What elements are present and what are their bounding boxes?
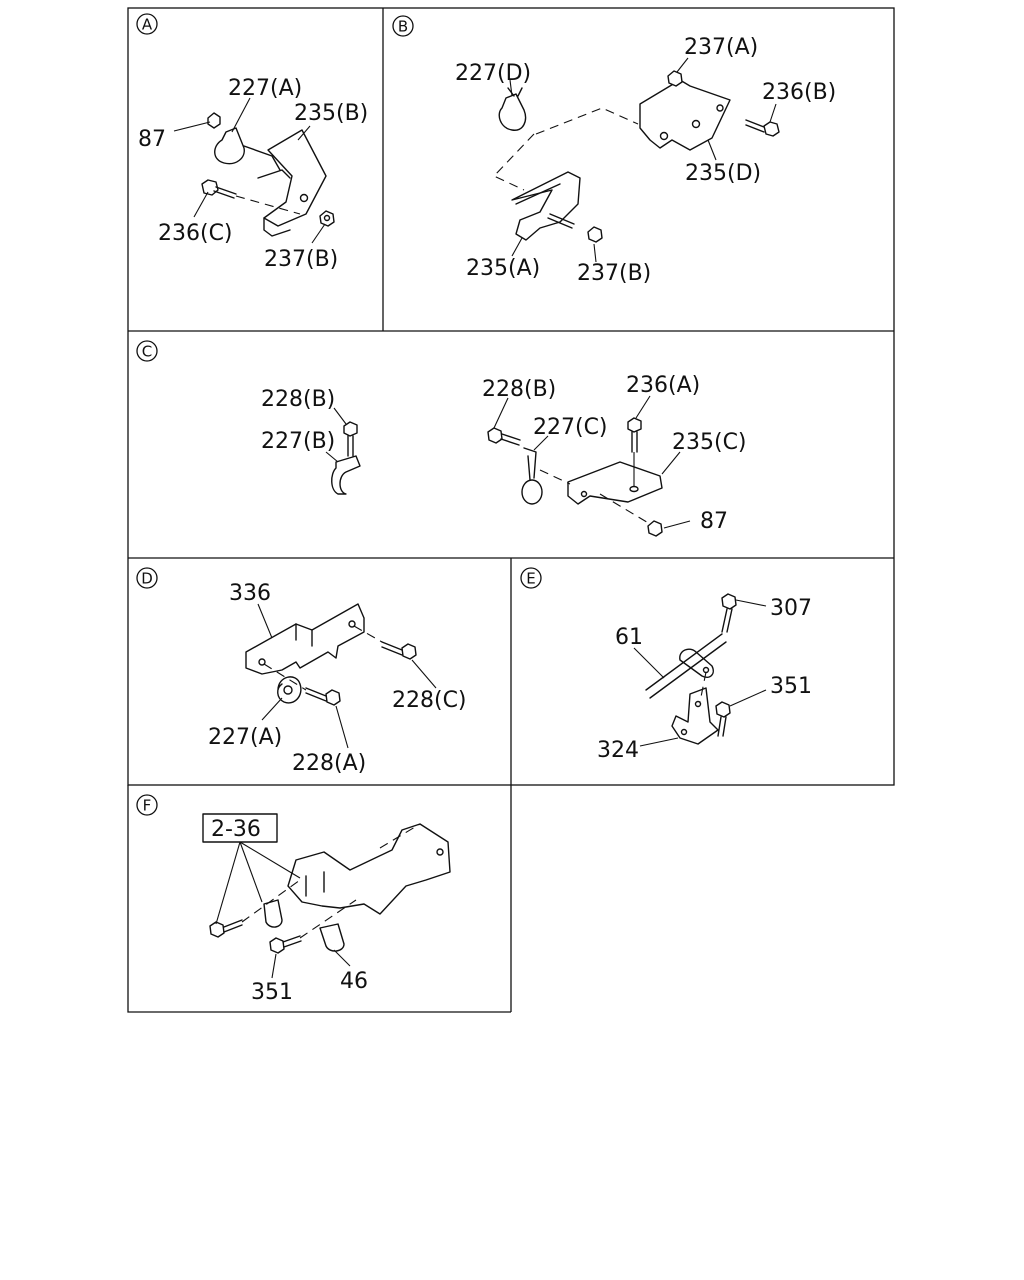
- panel-d-parts: [245, 603, 417, 706]
- callout-237a: 237(A): [684, 35, 758, 60]
- panel-b-parts: [493, 70, 780, 243]
- callout-228c: 228(C): [392, 688, 467, 713]
- callout-227d: 227(D): [455, 61, 531, 86]
- callout-87-c: 87: [700, 509, 728, 534]
- panel-c-parts: [331, 417, 663, 537]
- panel-f-parts: [202, 813, 451, 954]
- callout-227a-d: 227(A): [208, 725, 282, 750]
- panel-e: E 307: [520, 567, 812, 763]
- callout-237b: 237(B): [264, 247, 338, 272]
- panel-b-letter: B: [398, 18, 408, 36]
- panel-e-parts: [645, 593, 737, 745]
- callout-235c: 235(C): [672, 430, 747, 455]
- panel-f-badge: F: [136, 794, 158, 816]
- callout-351: 351: [770, 674, 812, 699]
- callout-236c: 236(C): [158, 221, 233, 246]
- callout-87: 87: [138, 127, 166, 152]
- panel-c-badge: C: [136, 340, 158, 362]
- callout-228a: 228(A): [292, 751, 366, 776]
- panel-frames: [127, 7, 895, 1013]
- panel-d-leaders: [257, 603, 437, 749]
- callout-237b-b: 237(B): [577, 261, 651, 286]
- panel-f: F: [136, 794, 451, 1005]
- callout-228b-right: 228(B): [482, 377, 556, 402]
- callout-227b: 227(B): [261, 429, 335, 454]
- panel-a: A 87 2: [136, 13, 368, 272]
- panel-c-letter: C: [142, 343, 152, 361]
- callout-324: 324: [597, 738, 639, 763]
- panel-b-leaders: [509, 57, 777, 263]
- callout-351-f: 351: [251, 980, 293, 1005]
- panel-d-badge: D: [136, 567, 158, 589]
- callout-227c: 227(C): [533, 415, 608, 440]
- panel-b-badge: B: [392, 15, 414, 37]
- panel-a-badge: A: [136, 13, 158, 35]
- callout-235b: 235(B): [294, 101, 368, 126]
- panel-a-letter: A: [142, 16, 153, 34]
- panel-d-letter: D: [141, 570, 153, 588]
- callout-46: 46: [340, 969, 368, 994]
- panel-b: B: [392, 15, 836, 286]
- panel-c-leaders: [325, 395, 691, 529]
- callout-236b: 236(B): [762, 80, 836, 105]
- callout-236a: 236(A): [626, 373, 700, 398]
- panel-d: D 336: [136, 567, 467, 776]
- panel-a-parts: [201, 112, 335, 237]
- panel-e-badge: E: [520, 567, 542, 589]
- panel-e-leaders: [633, 599, 767, 747]
- reference-2-36: 2-36: [211, 817, 261, 842]
- callout-228b: 228(B): [261, 387, 335, 412]
- callout-227a: 227(A): [228, 76, 302, 101]
- panel-f-letter: F: [143, 797, 152, 815]
- callout-61: 61: [615, 625, 643, 650]
- panel-e-letter: E: [526, 570, 535, 588]
- callout-235d: 235(D): [685, 161, 761, 186]
- panel-a-leaders: [173, 97, 326, 244]
- callout-307: 307: [770, 596, 812, 621]
- panel-c: C: [136, 340, 747, 537]
- panel-f-leaders: [215, 841, 351, 979]
- callout-336: 336: [229, 581, 271, 606]
- callout-235a: 235(A): [466, 256, 540, 281]
